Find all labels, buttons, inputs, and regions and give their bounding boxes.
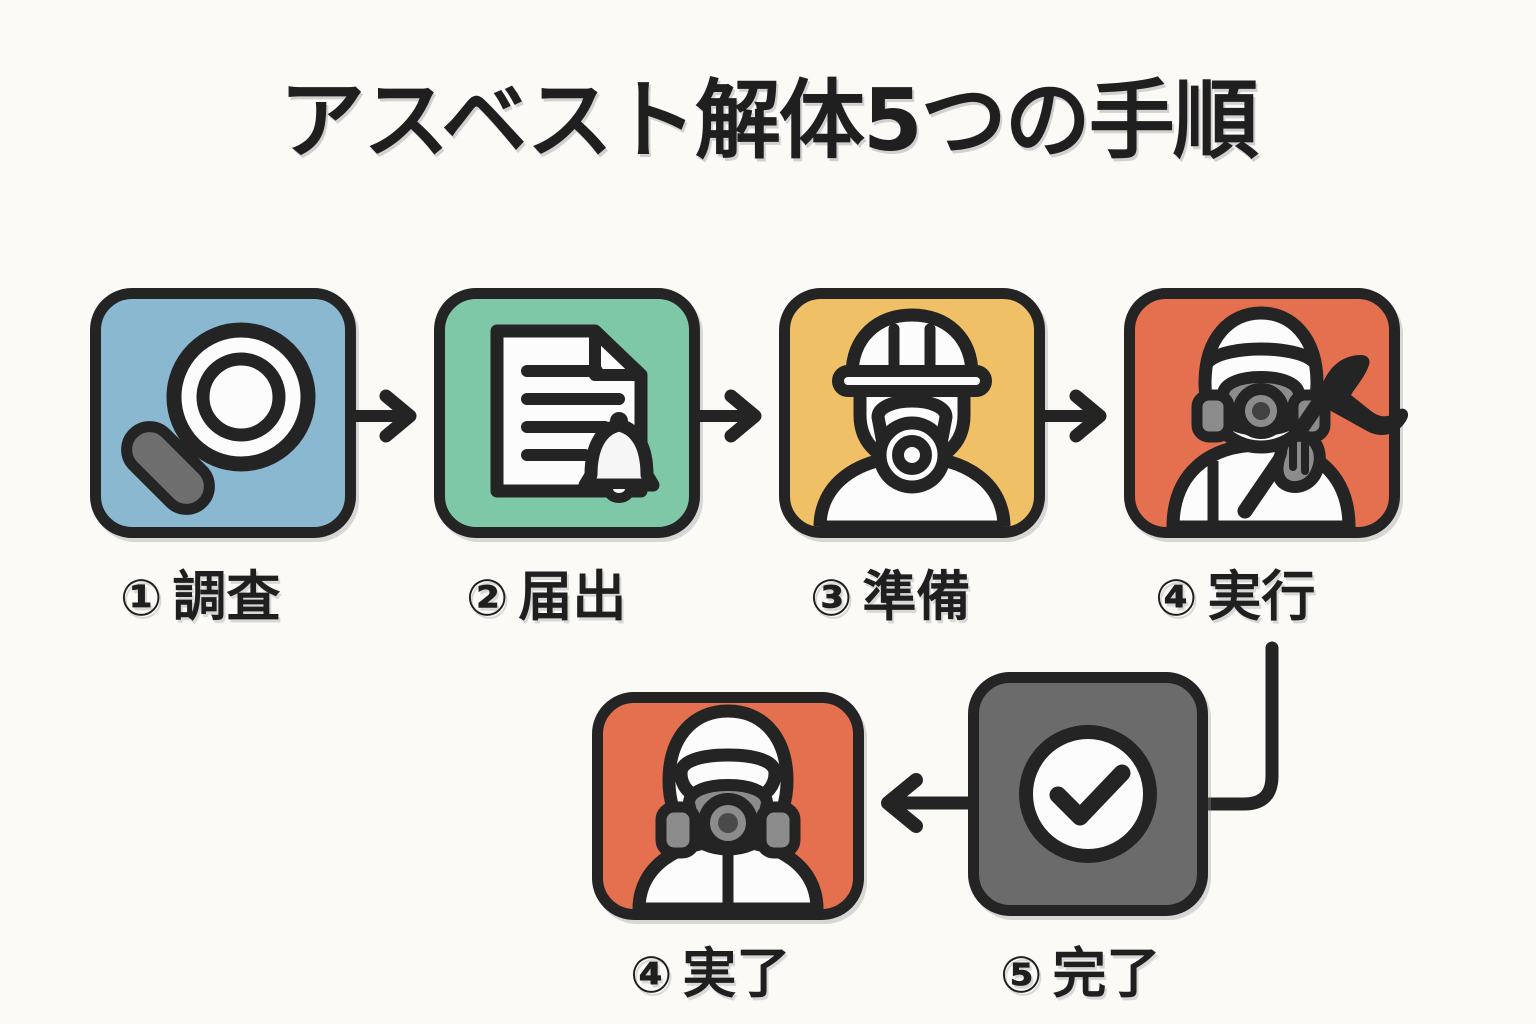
step-6[interactable] xyxy=(592,692,864,920)
step-2-tile-surface xyxy=(445,299,689,527)
hardhat-worker-respirator-icon xyxy=(813,308,1011,527)
step-6-number: ④ xyxy=(630,946,673,1004)
document-bell-icon xyxy=(490,324,660,503)
step-3-tile-surface xyxy=(790,299,1034,527)
page-title: アスベスト解体5つの手順 xyxy=(279,71,1259,171)
step-5-tile[interactable] xyxy=(968,672,1208,916)
step-5[interactable] xyxy=(968,672,1208,916)
step-1-number: ① xyxy=(120,569,163,627)
step-4-number: ④ xyxy=(1155,569,1198,627)
elbow-step4-to-step5 xyxy=(1200,641,1279,811)
step-2[interactable] xyxy=(434,288,700,538)
step-6-tile[interactable] xyxy=(592,692,864,920)
step-6-tile-surface xyxy=(603,703,853,909)
step-1[interactable] xyxy=(90,288,356,538)
step-3-text: 準備 xyxy=(862,565,971,628)
step-4-text: 実行 xyxy=(1207,565,1316,628)
step-5-number: ⑤ xyxy=(1000,946,1043,1004)
step-6-text: 実了 xyxy=(682,942,791,1005)
arrow-step5-to-step6 xyxy=(881,773,976,833)
arrow-step1-to-step2 xyxy=(352,389,417,443)
step-3-number: ③ xyxy=(810,569,853,627)
step-5-text: 完了 xyxy=(1052,942,1161,1005)
step-3[interactable] xyxy=(779,288,1045,538)
step-3-tile[interactable] xyxy=(779,288,1045,538)
step-5-tile-surface xyxy=(979,683,1197,905)
arrow-step3-to-step4 xyxy=(1042,389,1107,443)
step-2-number: ② xyxy=(466,569,509,627)
hazmat-worker-hammer-icon xyxy=(1166,306,1356,527)
step-1-tile[interactable] xyxy=(90,288,356,538)
step-1-tile-surface xyxy=(101,299,345,527)
check-circle-icon xyxy=(1019,725,1157,863)
step-1-text: 調査 xyxy=(172,565,281,628)
magnifying-glass-icon xyxy=(121,322,316,515)
step-4[interactable] xyxy=(1124,288,1409,538)
step-4-tile-surface xyxy=(1135,299,1389,527)
step-2-text: 届出 xyxy=(518,565,627,628)
step-2-tile[interactable] xyxy=(434,288,700,538)
arrow-step2-to-step3 xyxy=(697,389,762,443)
hazmat-worker-respirator-icon xyxy=(632,704,824,909)
step-4-tile[interactable] xyxy=(1124,288,1409,538)
